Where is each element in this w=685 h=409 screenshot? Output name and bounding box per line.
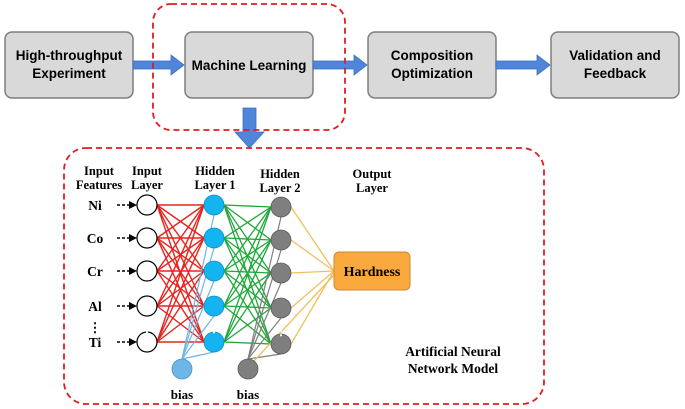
hidden1-node-0: [203, 194, 225, 216]
hidden1-node-2: [203, 260, 225, 282]
model-label-2: Network Model: [408, 361, 499, 376]
edge-bias2-h2-4: [247, 353, 282, 360]
header-hidden-2-a: Hidden: [260, 167, 300, 181]
input-node-1: [136, 227, 158, 249]
input-node-4: [136, 331, 158, 353]
validation-label-1: Validation and: [569, 48, 661, 63]
validation-box: [550, 31, 680, 99]
input-node-3: [136, 295, 158, 317]
edge-bias2-h2-2: [247, 282, 282, 360]
edge-input-2-h1-0: [156, 204, 205, 272]
header-input-layer-2: Layer: [131, 178, 163, 192]
bias-label-1: bias: [171, 387, 193, 402]
edge-h1-4-h2-3: [223, 307, 272, 343]
flow-row: High-throughput Experiment Machine Learn…: [4, 31, 680, 99]
input-node-2: [136, 260, 158, 282]
edge-h2-2-output: [290, 270, 335, 274]
edge-input-4-h1-1: [156, 237, 205, 343]
high-throughput-box: [4, 31, 134, 99]
model-label-1: Artificial Neural: [405, 344, 501, 359]
feature-label-al: Al: [88, 299, 102, 314]
high-throughput-label-2: Experiment: [32, 66, 106, 81]
network-model-frame: [63, 147, 545, 405]
input-node-0: [136, 194, 158, 216]
ellipsis-0: ⋮: [89, 320, 102, 335]
header-output-layer-2: Layer: [356, 181, 388, 195]
feature-label-co: Co: [87, 231, 104, 246]
composition-box: [367, 31, 497, 99]
header-hidden-1-a: Hidden: [195, 164, 235, 178]
composition-label-2: Optimization: [391, 66, 473, 81]
edge-bias1-h1-4: [181, 351, 215, 360]
validation-label-2: Feedback: [584, 66, 647, 81]
hidden2-node-3: [270, 297, 292, 319]
flow-arrows: [132, 54, 551, 149]
header-input-features-1: Input: [84, 164, 115, 178]
edge-input-4-h1-0: [156, 204, 205, 343]
edge-input-3-h1-0: [156, 204, 205, 307]
header-input-features-2: Features: [76, 178, 122, 192]
edge-h1-3-h2-0: [223, 206, 272, 307]
edge-h1-1-h2-0: [223, 206, 272, 239]
flow-arrow-2: [312, 54, 368, 76]
edge-h2-1-output: [290, 239, 335, 272]
bias2-node: [237, 358, 259, 380]
edge-bias1-h1-2: [181, 280, 215, 360]
hidden1-node-4: [203, 331, 225, 353]
flow-arrow-3: [495, 54, 551, 76]
header-hidden-1-b: Layer 1: [194, 178, 235, 192]
edge-h1-4-h2-4: [223, 341, 272, 345]
feature-label-ni: Ni: [88, 198, 102, 213]
edge-h1-4-h2-2: [223, 272, 272, 343]
edge-bias1-h1-3: [181, 315, 215, 360]
edge-h1-2-h2-0: [223, 206, 272, 272]
hidden2-node-2: [270, 262, 292, 284]
edge-h1-4-h2-0: [223, 206, 272, 343]
hidden1-node-1: [203, 227, 225, 249]
machine-learning-highlight: [152, 3, 346, 131]
ellipsis-1: ⋮: [141, 320, 154, 335]
header-input-layer-1: Input: [132, 164, 163, 178]
network-nodes: [136, 194, 292, 380]
edge-input-4-h1-2: [156, 270, 205, 343]
ellipsis-2: ⋮: [208, 320, 221, 335]
output-label: Hardness: [344, 265, 401, 280]
feature-label-ti: Ti: [89, 335, 102, 350]
bias1-node: [171, 358, 193, 380]
feature-label-cr: Cr: [87, 264, 103, 279]
hidden2-node-1: [270, 229, 292, 251]
edge-input-1-h1-0: [156, 204, 205, 239]
down-arrow: [234, 107, 265, 149]
edge-h1-0-h2-0: [223, 204, 272, 208]
ellipsis-3: ⋮: [275, 323, 288, 338]
bias-label-2: bias: [237, 387, 259, 402]
edge-bias2-h2-3: [247, 317, 282, 360]
edge-bias2-output: [253, 274, 335, 362]
header-hidden-2-b: Layer 2: [259, 181, 300, 195]
hidden2-node-4: [270, 333, 292, 355]
machine-learning-label: Machine Learning: [192, 58, 307, 73]
output-node: [333, 251, 411, 291]
flow-arrow-1: [132, 54, 185, 76]
edge-h2-0-output: [290, 206, 335, 272]
header-output-layer-1: Output: [353, 167, 393, 181]
network-connections: [156, 204, 335, 362]
hidden2-node-0: [270, 196, 292, 218]
high-throughput-label-1: High-throughput: [16, 48, 123, 63]
column-headers: Input Features Input Layer Hidden Layer …: [76, 164, 392, 195]
hidden1-node-3: [203, 295, 225, 317]
composition-label-1: Composition: [391, 48, 474, 63]
edge-h1-4-h2-1: [223, 239, 272, 343]
edge-h2-3-output: [290, 270, 335, 309]
